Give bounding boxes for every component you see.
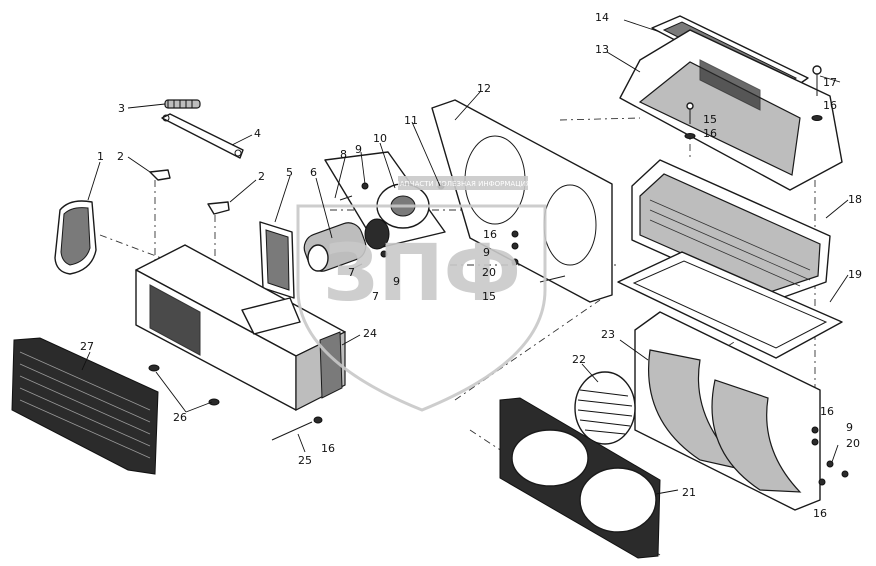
callout-2: 2 [258,170,265,183]
watermark-logo-text: ЗПФ [323,229,521,319]
part-5-gasket [259,221,295,299]
callout-20: 20 [846,437,860,450]
callout-10: 10 [373,132,387,145]
part-19-gasket [617,251,843,359]
parts-2-3-4-linkage [149,99,244,215]
callout-8: 8 [340,148,347,161]
watermark-logo: ЗПФ ЗАПЧАСТИ ПОЛЕЗНАЯ ИНФОРМАЦИЯ [296,176,547,412]
callout-15: 15 [703,113,717,126]
callout-16: 16 [703,127,717,140]
callout-16: 16 [321,442,335,455]
part-23-blower-housing [634,311,849,511]
callout-12: 12 [477,82,491,95]
callout-7: 7 [348,266,355,279]
callout-1: 1 [97,150,104,163]
callout-7: 7 [372,290,379,303]
callout-22: 22 [572,353,586,366]
callout-3: 3 [118,102,125,115]
leader-lines [81,19,849,495]
callout-9: 9 [355,143,362,156]
callout-5: 5 [286,166,293,179]
callout-9: 9 [846,421,853,434]
part-1-frame [54,200,97,275]
part-21-front-plate [499,397,661,559]
callout-labels: 1 2 2 3 4 5 6 7 7 8 9 9 9 9 10 11 12 13 … [80,11,862,520]
parts-15-16-17-fasteners [684,65,823,139]
part-24-housing [135,244,346,411]
callout-26: 26 [173,411,187,424]
callout-15: 15 [482,290,496,303]
callout-20: 20 [482,266,496,279]
callout-4: 4 [254,127,261,140]
watermark-band-text: ЗАПЧАСТИ ПОЛЕЗНАЯ ИНФОРМАЦИЯ [395,180,531,188]
callout-14: 14 [595,11,609,24]
callout-21: 21 [682,486,696,499]
callout-24: 24 [363,327,377,340]
part-26-25-fasteners [148,364,323,441]
callout-16: 16 [823,99,837,112]
callout-6: 6 [310,166,317,179]
callout-2: 2 [117,150,124,163]
callout-18: 18 [848,193,862,206]
callout-9: 9 [393,275,400,288]
callout-16: 16 [820,405,834,418]
callout-19: 19 [848,268,862,281]
callout-23: 23 [601,328,615,341]
callout-16: 16 [483,228,497,241]
callout-13: 13 [595,43,609,56]
callout-9: 9 [483,246,490,259]
callout-27: 27 [80,340,94,353]
part-27-grille [11,337,159,475]
part-18-heater-core [631,159,831,332]
callout-17: 17 [823,76,837,89]
callout-25: 25 [298,454,312,467]
part-13-cover [619,29,843,191]
callout-16: 16 [813,507,827,520]
part-22-blower-wheel [574,371,636,445]
callout-11: 11 [404,114,418,127]
